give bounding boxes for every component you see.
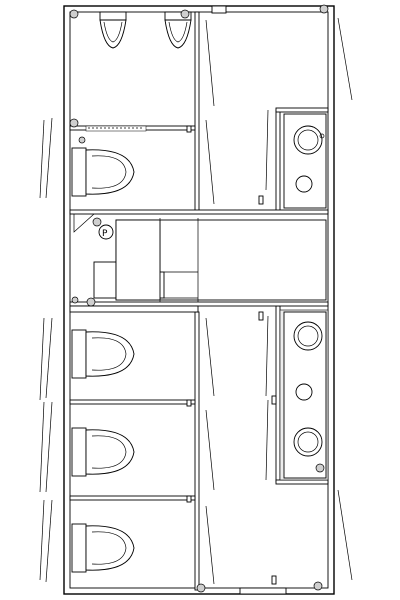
grab-bar-icon [85, 125, 147, 132]
stall-doors [186, 19, 277, 585]
windows-left [39, 117, 53, 583]
stall-lower-3 [71, 523, 135, 573]
corridor-service-block [73, 213, 327, 302]
bottom-fittings [196, 581, 323, 595]
partitions [69, 11, 329, 591]
toilet-icon [85, 149, 135, 195]
washroom-upper [283, 4, 329, 209]
sink-icon [295, 175, 313, 193]
floor-drain-icon: P [92, 217, 114, 240]
washroom-lower [279, 309, 329, 481]
toilet-icon [85, 429, 135, 475]
wall-toilet-icon [99, 11, 127, 49]
toilet-icon [85, 331, 135, 377]
stall-lower-2 [71, 427, 135, 477]
accessible-stall-top [69, 118, 147, 197]
drain-label: P [102, 229, 108, 239]
sink-icon [295, 383, 313, 401]
windows-right [337, 17, 353, 581]
stall-lower-1 [71, 296, 135, 379]
wall-toilet-icon [164, 11, 192, 49]
toilet-icon [85, 525, 135, 571]
door-top-room [69, 5, 227, 19]
